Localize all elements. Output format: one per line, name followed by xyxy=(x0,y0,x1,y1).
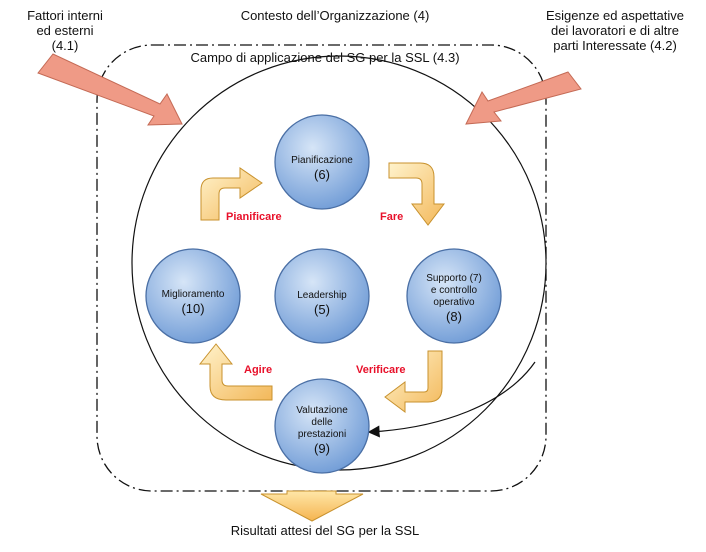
support-text: Supporto (7) e controllo operativo (8) xyxy=(426,273,482,324)
outcomes-label: Risultati attesi del SG per la SSL xyxy=(230,523,420,538)
improvement-text: Miglioramento (10) xyxy=(161,289,225,316)
phase-plan: Pianificare xyxy=(226,211,282,223)
internal-factors-arrow xyxy=(37,53,183,126)
evaluation-text: Valutazione delle prestazioni (9) xyxy=(296,405,348,456)
act-arrow xyxy=(198,343,273,401)
plan-arrow xyxy=(200,167,263,221)
outcomes-arrow xyxy=(260,490,364,522)
evaluation-node xyxy=(274,378,370,474)
needs-arrow xyxy=(465,71,582,125)
flow-arrow xyxy=(367,361,536,438)
scope-label: Campo di applicazione del SG per la SSL … xyxy=(190,50,460,65)
leadership-text: Leadership (5) xyxy=(297,290,347,317)
context-label: Contesto dell’Organizzazione (4) xyxy=(240,8,430,23)
improvement-node xyxy=(145,248,241,344)
leadership-node xyxy=(274,248,370,344)
phase-do: Fare xyxy=(380,211,404,223)
planning-text: Pianificazione (6) xyxy=(291,155,353,182)
phase-act: Agire xyxy=(244,364,273,376)
support-node xyxy=(406,248,502,344)
planning-node xyxy=(274,114,370,210)
internal-factors-label: Fattori interni ed esterni (4.1) xyxy=(27,8,103,53)
phase-check: Verificare xyxy=(356,364,406,376)
needs-label: Esigenze ed aspettative dei lavoratori e… xyxy=(545,8,685,53)
do-arrow xyxy=(388,162,446,226)
check-arrow xyxy=(384,350,443,413)
